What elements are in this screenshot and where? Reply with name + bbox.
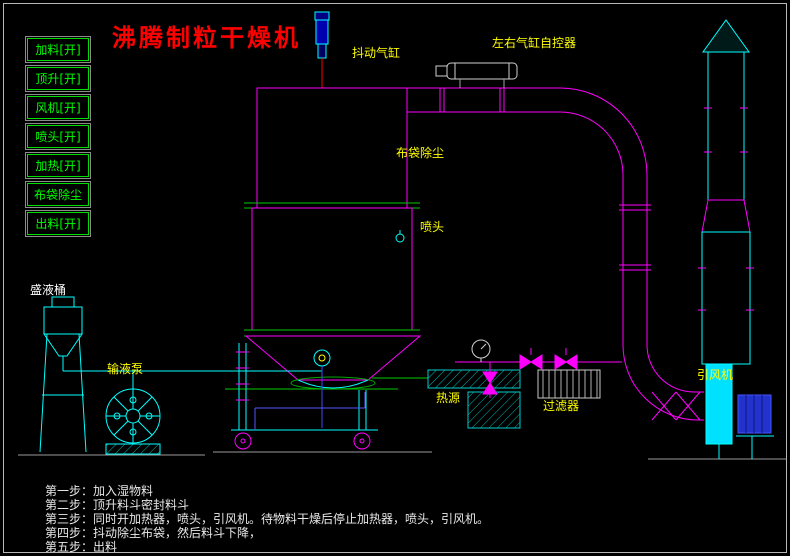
exhaust-duct-graphic (407, 87, 704, 421)
liquid-tank-graphic (39, 296, 87, 453)
button-feed[interactable]: 加料[开] (25, 36, 91, 63)
button-discharge[interactable]: 出料[开] (25, 210, 91, 237)
label-shake-cylinder: 抖动气缸 (352, 46, 401, 60)
procedure-steps: 第一步：加入湿物料 第二步：顶升料斗密封料斗 第三步：同时开加热器，喷头，引风机… (45, 484, 489, 554)
draft-fan-graphic (705, 363, 774, 459)
step-line-4: 第四步：抖动除尘布袋，然后料斗下降， (45, 526, 262, 540)
label-liquid-tank: 盛液桶 (30, 283, 67, 297)
exhaust-stack-graphic (698, 19, 754, 365)
label-filter: 过滤器 (543, 399, 580, 413)
heat-source-graphic (372, 369, 521, 429)
page-title: 沸腾制粒干燥机 (112, 24, 301, 52)
cart-graphic (225, 343, 398, 450)
label-bag-dust: 布袋除尘 (396, 146, 445, 160)
ground-lines (18, 451, 786, 460)
step-line-1: 第一步：加入湿物料 (45, 484, 154, 498)
step-line-2: 第二步：顶升料斗密封料斗 (45, 498, 190, 512)
button-spray[interactable]: 喷头[开] (25, 123, 91, 150)
filter-graphic (537, 369, 601, 399)
button-bag-dust[interactable]: 布袋除尘 (25, 181, 91, 208)
shake-cylinder-graphic (314, 11, 330, 88)
infusion-pump-graphic (105, 388, 161, 455)
vessel-graphic (244, 87, 422, 390)
label-heat-source: 热源 (436, 391, 461, 405)
label-cylinder-controller: 左右气缸自控器 (492, 36, 577, 50)
button-fan[interactable]: 风机[开] (25, 94, 91, 121)
step-line-5: 第五步：出料 (45, 540, 118, 554)
label-infusion-pump: 输液泵 (107, 362, 144, 376)
cylinder-controller-graphic (435, 62, 518, 88)
valve-line-graphic (455, 339, 622, 398)
label-draft-fan: 引风机 (697, 368, 734, 382)
button-lift[interactable]: 顶升[开] (25, 65, 91, 92)
label-spray-head: 喷头 (420, 220, 445, 234)
step-line-3: 第三步：同时开加热器，喷头，引风机。待物料干燥后停止加热器，喷头，引风机。 (45, 512, 490, 526)
button-heat[interactable]: 加热[开] (25, 152, 91, 179)
liquid-pipes-graphic (63, 366, 323, 389)
